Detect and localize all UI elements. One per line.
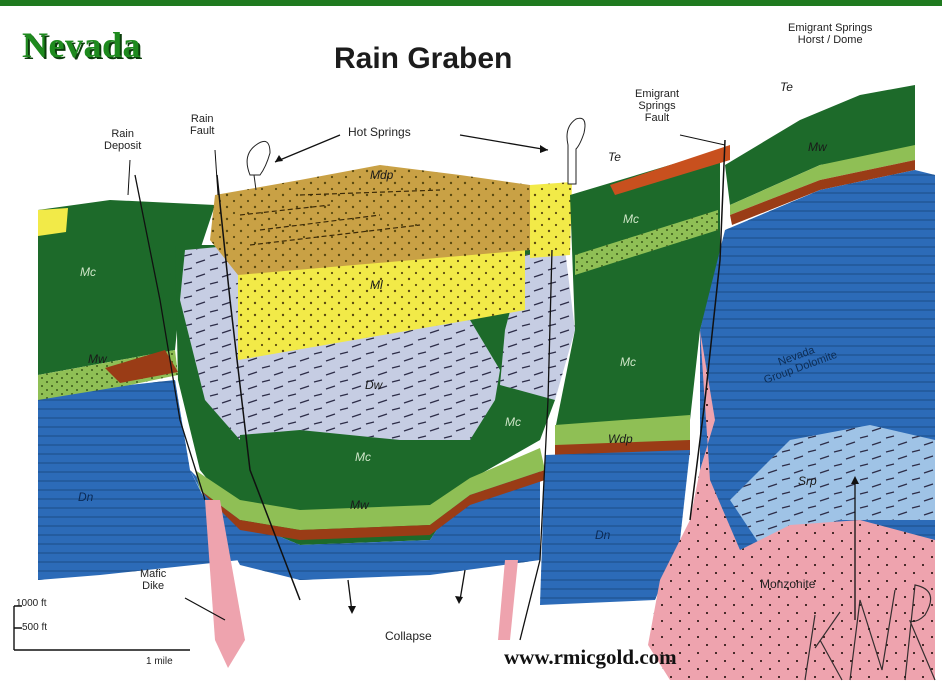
unit-mc-mid: Mc: [505, 415, 521, 429]
unit-wdp: Wdp: [608, 432, 633, 446]
unit-mw-center: Mw: [350, 498, 369, 512]
scale-1mile: 1 mile: [146, 656, 173, 668]
unit-dn-left: Dn: [78, 490, 93, 504]
unit-mc-right: Mc: [623, 212, 639, 226]
state-title: Nevada: [22, 24, 141, 66]
scale-1000ft: 1000 ft: [16, 598, 47, 610]
unit-te-right: Te: [780, 80, 793, 94]
website-label: www.rmicgold.com: [504, 645, 677, 670]
unit-dn-right: Dn: [595, 528, 610, 542]
unit-dw: Dw: [365, 378, 382, 392]
scale-500ft: 500 ft: [22, 622, 47, 634]
unit-ml: Ml: [370, 278, 383, 292]
unit-mc-center: Mc: [355, 450, 371, 464]
unit-mdp: Mdp: [370, 168, 393, 182]
diagram-title: Rain Graben: [334, 42, 512, 76]
unit-mw-left: Mw: [88, 352, 107, 366]
unit-srp: Srp: [798, 474, 817, 488]
unit-mc-left: Mc: [80, 265, 96, 279]
unit-mc-right-lower: Mc: [620, 355, 636, 369]
unit-te-left: Te: [608, 150, 621, 164]
hot-springs-label: Hot Springs: [348, 126, 411, 138]
monzonite-label: Monzonite: [760, 578, 815, 590]
unit-mw-horst: Mw: [808, 140, 827, 154]
collapse-label: Collapse: [385, 630, 432, 642]
